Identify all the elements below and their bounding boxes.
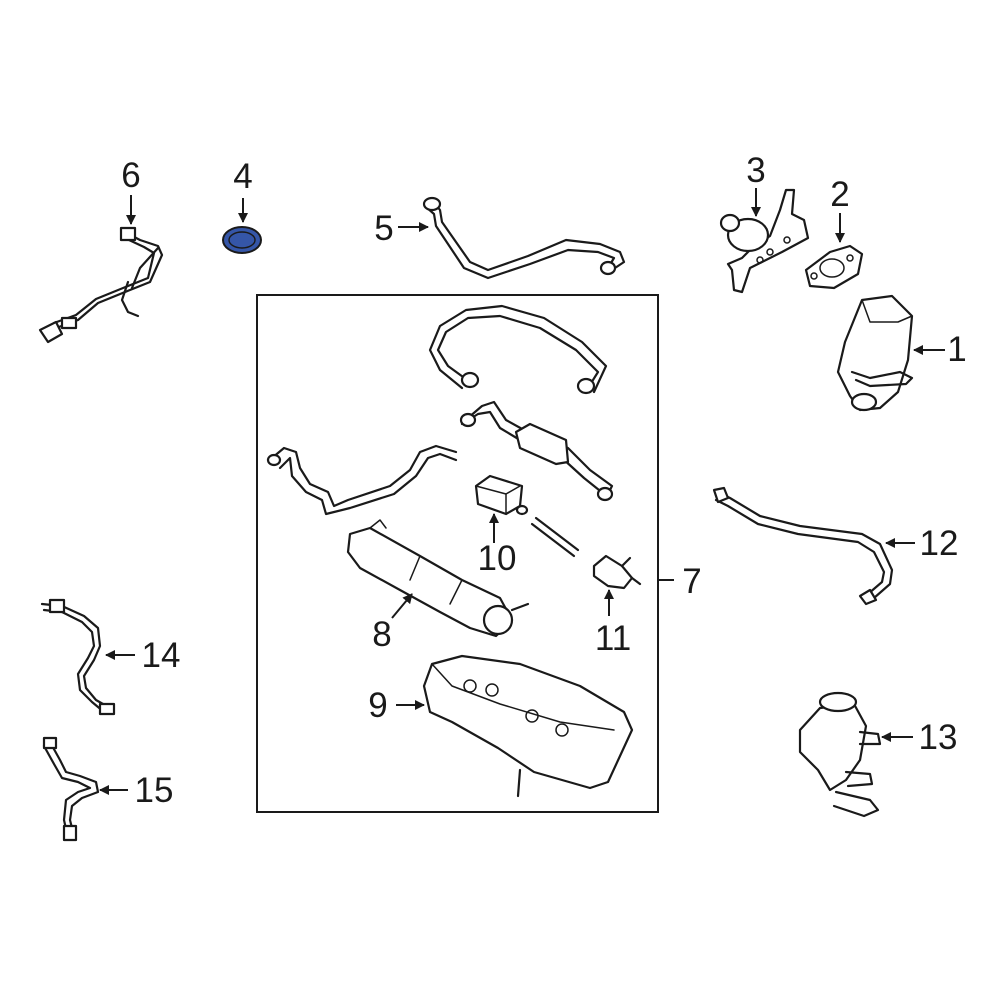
- callout-3: 3: [746, 151, 765, 190]
- part-4-o-ring: [222, 226, 262, 254]
- part-middle-tube: [459, 400, 614, 502]
- part-5-vapor-tube: [422, 196, 626, 280]
- part-8-canister: [346, 519, 530, 638]
- callout-11: 11: [595, 619, 631, 658]
- callout-15: 15: [135, 771, 174, 810]
- part-2-gasket: [804, 244, 864, 290]
- callout-1: 1: [947, 330, 966, 369]
- callout-4: 4: [233, 157, 252, 196]
- part-3-valve-bracket: [719, 188, 810, 294]
- callout-12: 12: [920, 524, 959, 563]
- part-12-metal-line: [712, 486, 894, 606]
- part-10-sensor: [474, 474, 529, 516]
- callout-9: 9: [368, 686, 387, 725]
- callout-14: 14: [142, 636, 181, 675]
- part-long-tube: [266, 444, 458, 516]
- callout-8: 8: [372, 615, 391, 654]
- callout-arrow-8: [391, 593, 413, 619]
- part-9-tray: [422, 654, 634, 798]
- callout-10: 10: [478, 539, 517, 578]
- part-15-sensor: [42, 736, 100, 842]
- callout-7: 7: [682, 562, 701, 601]
- part-11-check-valve: [592, 554, 642, 590]
- part-1-valve: [836, 294, 914, 412]
- callout-13: 13: [919, 718, 958, 757]
- part-13-purge-valve: [798, 691, 882, 818]
- part-6-harness: [38, 226, 164, 344]
- callout-2: 2: [830, 175, 849, 214]
- part-small-hose: [534, 516, 580, 552]
- assembly-group-box: [256, 294, 659, 813]
- part-14-sensor-lead: [40, 598, 116, 716]
- part-upper-hose: [428, 304, 608, 395]
- callout-6: 6: [121, 156, 140, 195]
- callout-5: 5: [374, 209, 393, 248]
